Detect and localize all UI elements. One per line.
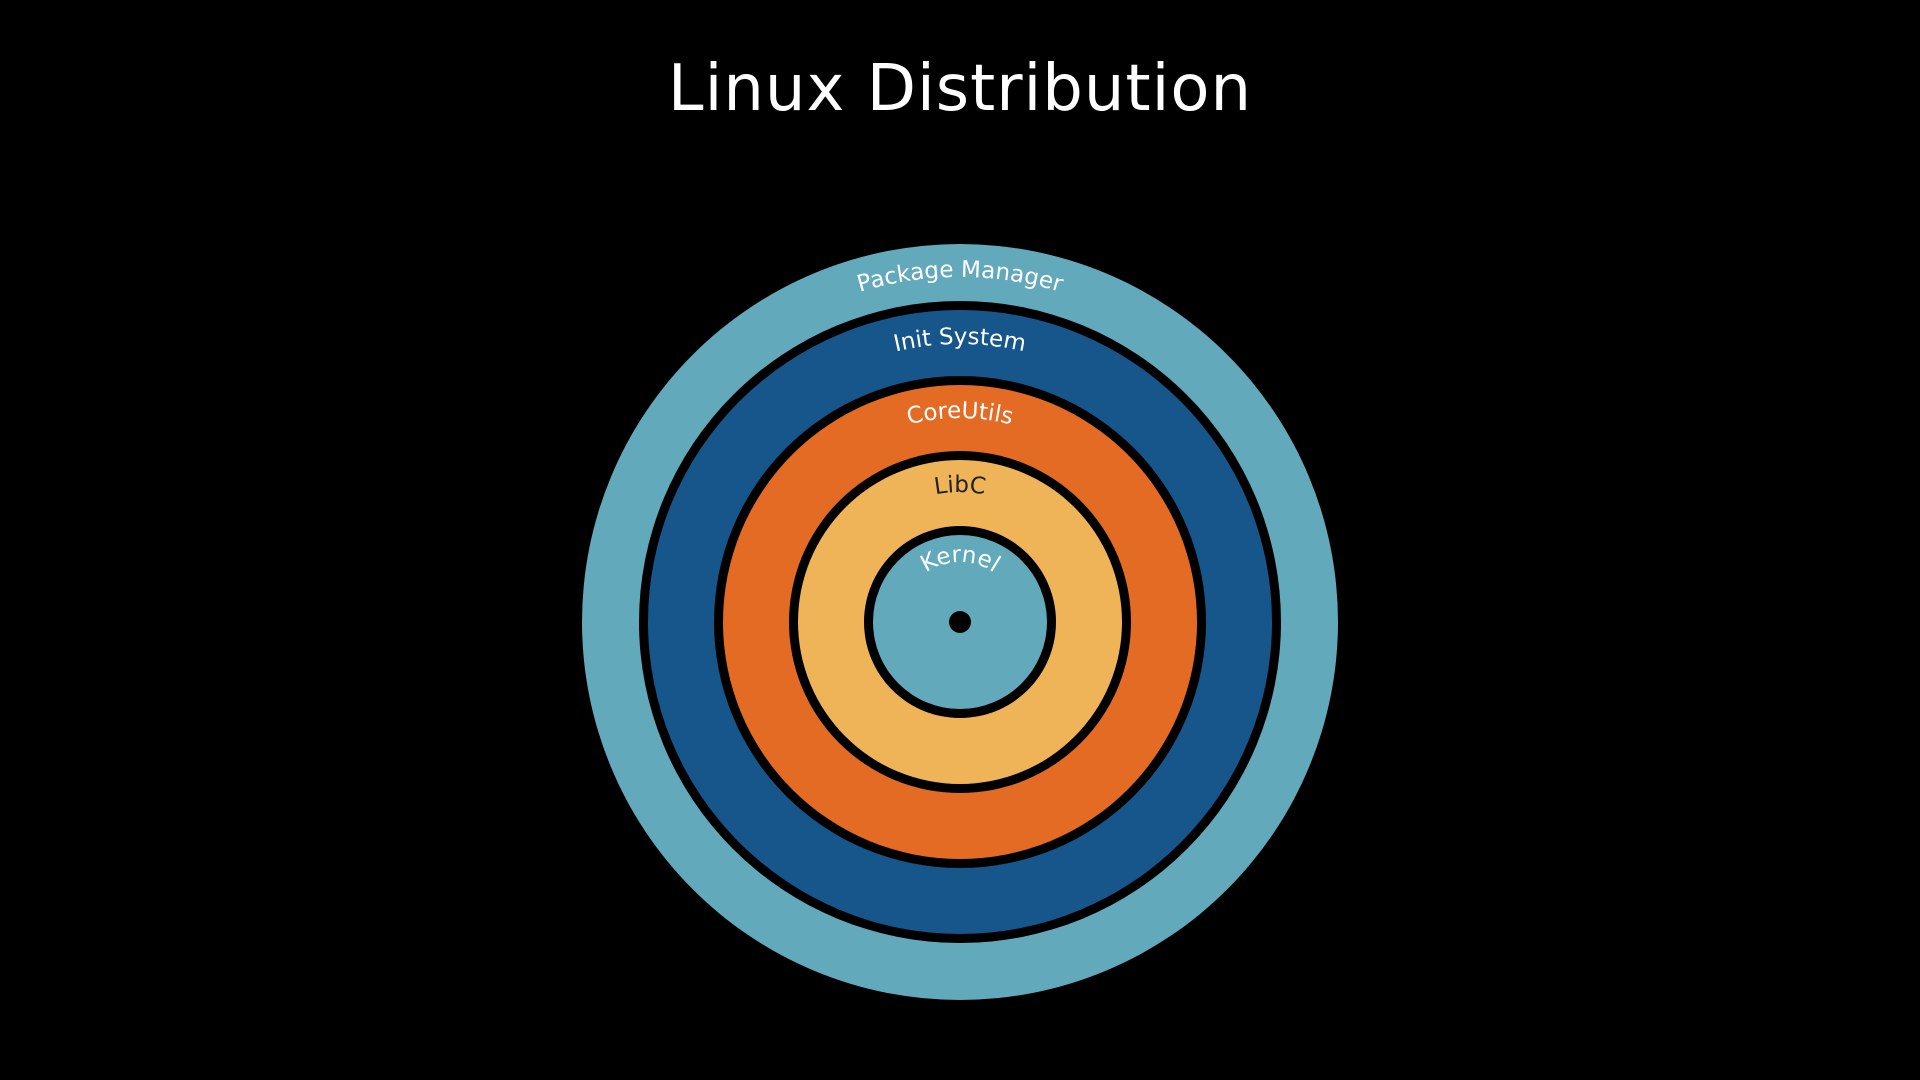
libc-label: LibC — [932, 472, 987, 500]
page-title: Linux Distribution — [667, 52, 1253, 126]
center-dot — [949, 611, 971, 633]
